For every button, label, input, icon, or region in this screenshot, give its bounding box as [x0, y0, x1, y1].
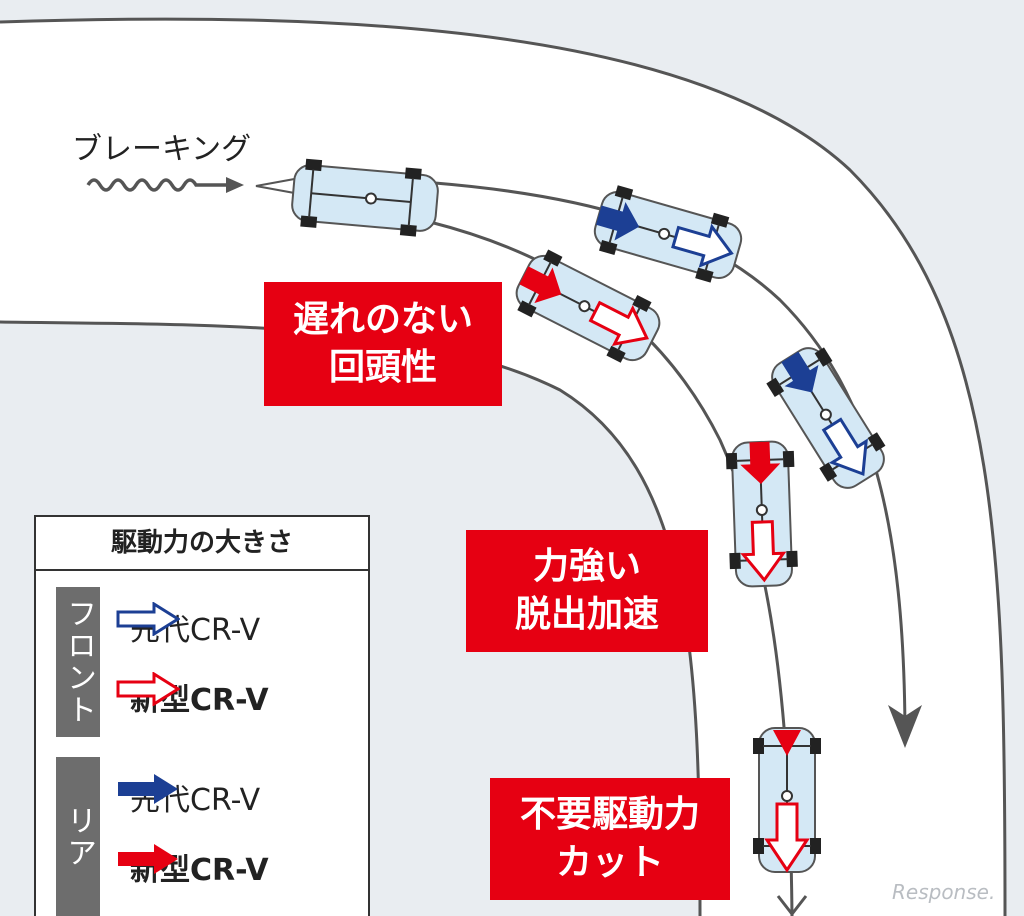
road-surface: [0, 19, 1005, 916]
legend-title: 駆動力の大きさ: [36, 517, 368, 571]
callout-turn-in-line2: 回頭性: [328, 347, 437, 388]
braking-label: ブレーキング: [72, 132, 252, 167]
callout-turn-in: 遅れのない 回頭性: [264, 282, 502, 406]
car-new-straight: [753, 727, 821, 873]
braking-arrowhead-icon: [226, 177, 244, 193]
braking-wave-icon: [86, 178, 228, 192]
car-new-exit: [725, 440, 798, 588]
trajectory-new-end-icon: [776, 895, 808, 916]
legend-rear-previous: 先代CR-V: [116, 772, 366, 822]
car-previous-turn-in: [593, 185, 743, 283]
road-inner-edge: [0, 320, 702, 916]
legend: 駆動力の大きさ フロント 先代CR-V 新型CR-V リア 先代CR-V: [34, 515, 370, 916]
watermark: Response.: [892, 880, 996, 904]
outline-arrow-red-icon: [116, 672, 180, 706]
legend-rear-new: 新型CR-V: [116, 842, 366, 892]
car-braking: [291, 158, 439, 237]
car-previous-exit: [766, 347, 886, 489]
solid-arrow-red-icon: [118, 844, 178, 874]
callout-cut-line1: 不要駆動力: [519, 794, 700, 835]
callout-drive-cut: 不要駆動力 カット: [490, 778, 730, 900]
callout-cut-line2: カット: [555, 842, 664, 883]
legend-front-tab: フロント: [56, 587, 100, 737]
trajectory-arrowhead-icon: [888, 705, 922, 748]
outline-arrow-blue-icon: [116, 602, 180, 636]
car-new-turn-in: [515, 249, 661, 363]
road-outer-edge: [0, 17, 1007, 916]
trajectory-previous: [434, 181, 910, 745]
solid-arrow-blue-icon: [118, 774, 178, 804]
callout-turn-in-line1: 遅れのない: [292, 299, 473, 340]
legend-front-new: 新型CR-V: [116, 672, 366, 722]
legend-front-previous: 先代CR-V: [116, 602, 366, 652]
legend-rear-tab: リア: [56, 757, 100, 916]
callout-exit-line2: 脱出加速: [514, 594, 659, 635]
callout-exit-line1: 力強い: [532, 546, 641, 587]
callout-exit-acceleration: 力強い 脱出加速: [466, 530, 708, 652]
